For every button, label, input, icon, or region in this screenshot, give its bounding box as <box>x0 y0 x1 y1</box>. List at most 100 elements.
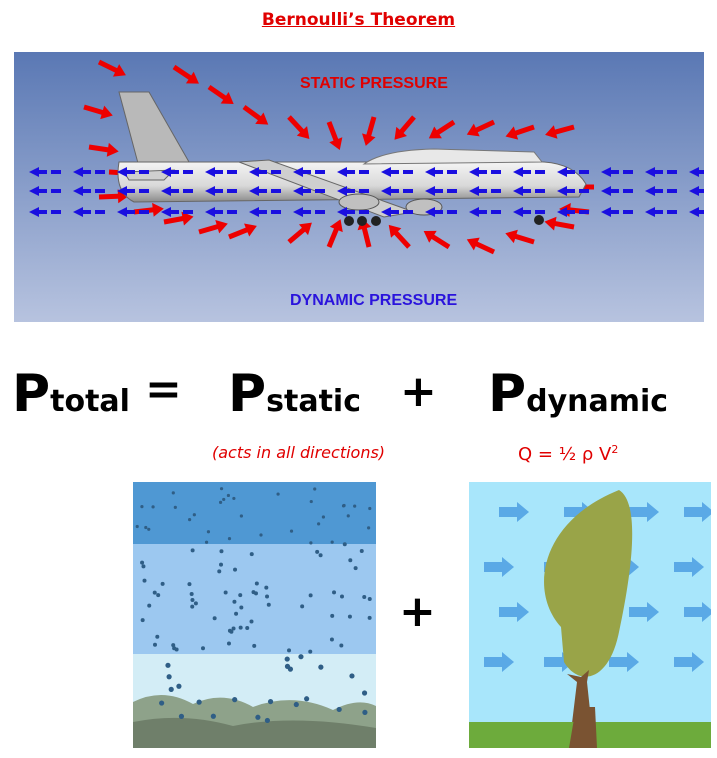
water-particle <box>318 664 324 670</box>
water-particle <box>233 567 238 572</box>
water-particle <box>173 505 177 510</box>
water-particle <box>264 717 271 724</box>
dynamic-arrow <box>29 186 61 196</box>
water-particle <box>232 697 238 703</box>
dynamic-arrow <box>161 186 193 196</box>
wind-arrow <box>609 652 639 672</box>
dynamic-arrow <box>381 186 413 196</box>
water-particle <box>151 505 155 509</box>
water-particle <box>367 615 372 620</box>
water-particle <box>222 497 226 502</box>
water-particle <box>165 662 171 668</box>
water-particle <box>190 597 195 602</box>
static-arrow <box>97 59 126 77</box>
dynamic-arrow <box>293 167 325 177</box>
dynamic-arrow <box>249 207 281 217</box>
water-particle <box>168 686 174 692</box>
p-dynamic-term: Pdynamic <box>488 368 668 420</box>
water-particle <box>232 599 237 604</box>
dynamic-arrow <box>117 167 149 177</box>
dynamic-arrow <box>117 207 149 217</box>
static-arrow <box>362 116 377 146</box>
dynamic-arrow <box>161 167 193 177</box>
dynamic-arrow <box>337 167 369 177</box>
water-particle <box>190 604 195 609</box>
dynamic-arrow <box>469 207 501 217</box>
dynamic-arrow <box>645 186 677 196</box>
static-arrow <box>83 104 113 120</box>
static-arrow <box>466 119 496 137</box>
water-particle <box>206 530 211 534</box>
water-particle <box>160 581 165 586</box>
water-particle <box>231 626 236 631</box>
p-total-term: Ptotal <box>12 368 130 420</box>
dynamic-arrow <box>249 186 281 196</box>
static-arrow <box>326 219 343 248</box>
water-particle <box>142 578 147 583</box>
dynamic-pressure-wind-illustration <box>469 482 711 748</box>
tree-icon <box>544 490 633 677</box>
wind-arrow <box>684 502 711 522</box>
water-particle <box>140 618 145 623</box>
water-particle <box>159 700 165 706</box>
water-particle <box>287 648 292 653</box>
dynamic-arrow <box>337 207 369 217</box>
dynamic-arrow <box>337 186 369 196</box>
static-arrow <box>544 216 575 231</box>
p-static-term: Pstatic <box>228 368 361 420</box>
water-particle <box>245 625 250 630</box>
water-particle <box>192 513 196 517</box>
dynamic-subscript: dynamic <box>526 384 669 419</box>
water-particle <box>226 493 231 498</box>
water-particle <box>264 585 269 590</box>
water-particle <box>304 696 310 702</box>
dynamic-arrow <box>117 186 149 196</box>
dynamic-arrow <box>425 207 457 217</box>
water-particle <box>227 537 232 541</box>
p-symbol: P <box>228 364 267 424</box>
wind-arrow <box>684 602 711 622</box>
water-particle <box>347 614 352 619</box>
water-particle <box>147 603 152 608</box>
water-particle <box>187 582 192 587</box>
water-particle <box>234 611 239 616</box>
water-particle <box>267 698 274 705</box>
water-particle <box>210 713 216 719</box>
water-particle <box>219 549 224 554</box>
water-particle <box>367 597 372 602</box>
water-particle <box>254 581 259 586</box>
dynamic-arrow <box>249 167 281 177</box>
water-particle <box>217 569 222 574</box>
water-particle <box>239 514 243 518</box>
static-arrow <box>242 104 269 125</box>
water-particle <box>219 487 224 491</box>
static-note: (acts in all directions) <box>212 443 386 462</box>
water-particle <box>176 683 182 689</box>
dynamic-arrow <box>469 186 501 196</box>
wind-arrow <box>484 652 514 672</box>
water-particle <box>362 595 367 600</box>
dynamic-arrow <box>425 186 457 196</box>
dynamic-arrow <box>29 207 61 217</box>
dynamic-arrow <box>73 167 105 177</box>
water-particle <box>289 529 294 533</box>
water-particle <box>255 714 261 720</box>
water-particle <box>238 593 243 598</box>
dynamic-arrow <box>205 186 237 196</box>
water-particle <box>308 593 313 598</box>
water-particle <box>313 487 317 491</box>
water-particle <box>140 560 145 565</box>
wind-arrow <box>674 557 704 577</box>
water-particle <box>342 542 347 547</box>
bottom-plus-sign: + <box>399 586 436 637</box>
static-pressure-label: STATIC PRESSURE <box>300 75 448 92</box>
water-particle <box>166 674 172 680</box>
water-particle <box>342 503 346 508</box>
q-exponent: 2 <box>611 443 619 456</box>
water-particle <box>317 522 321 526</box>
water-particles <box>135 487 372 724</box>
dynamic-arrow <box>469 167 501 177</box>
water-particle <box>193 601 198 606</box>
plus-sign: + <box>400 366 437 417</box>
static-arrow <box>287 222 312 244</box>
